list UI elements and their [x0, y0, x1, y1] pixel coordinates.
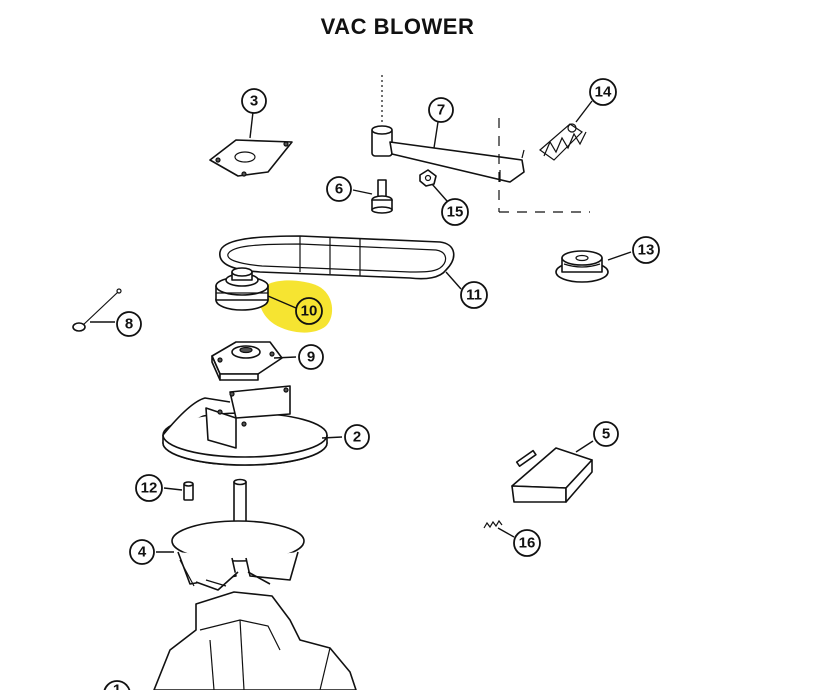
- part-16-small-spring: [483, 519, 503, 529]
- callout-2: 2: [344, 424, 370, 450]
- part-12-insert: [183, 481, 194, 501]
- callout-8: 8: [116, 311, 142, 337]
- svg-text:13: 13: [638, 242, 655, 259]
- part-10-drive-pulley: [215, 267, 269, 311]
- svg-text:12: 12: [141, 480, 158, 497]
- callout-5: 5: [593, 421, 619, 447]
- part-7-idler-arm: [371, 75, 590, 213]
- callout-1: 1: [103, 680, 131, 690]
- part-3-mounting-plate: [209, 139, 293, 177]
- part-1-lower-housing: [153, 591, 357, 690]
- part-4-impeller: [171, 478, 305, 591]
- part-9-bearing-housing: [211, 341, 283, 381]
- callout-4: 4: [129, 539, 155, 565]
- svg-text:16: 16: [519, 535, 536, 552]
- callout-7: 7: [428, 97, 454, 123]
- svg-text:9: 9: [307, 349, 315, 366]
- callout-16: 16: [513, 529, 541, 557]
- part-6-bolt: [371, 179, 393, 214]
- callout-11: 11: [460, 281, 488, 309]
- leader-lines: [90, 100, 632, 553]
- callout-9: 9: [298, 344, 324, 370]
- svg-text:7: 7: [437, 102, 445, 119]
- svg-text:1: 1: [113, 682, 121, 690]
- svg-text:6: 6: [335, 181, 343, 198]
- svg-text:10: 10: [301, 303, 318, 320]
- svg-text:5: 5: [602, 426, 610, 443]
- svg-text:3: 3: [250, 93, 258, 110]
- svg-text:15: 15: [447, 204, 464, 221]
- part-2-upper-housing: [162, 385, 328, 466]
- callout-10: 10: [295, 297, 323, 325]
- callout-6: 6: [326, 176, 352, 202]
- svg-text:11: 11: [466, 287, 482, 304]
- diagram-title: VAC BLOWER: [320, 14, 475, 39]
- callout-14: 14: [589, 78, 617, 106]
- callout-3: 3: [241, 88, 267, 114]
- part-11-belt: [219, 235, 455, 280]
- part-8-rod: [72, 288, 122, 332]
- part-14-spring: [539, 123, 587, 161]
- callout-13: 13: [632, 236, 660, 264]
- part-5-deflector: [511, 447, 593, 503]
- svg-text:8: 8: [125, 316, 133, 333]
- svg-text:4: 4: [138, 544, 147, 561]
- callout-12: 12: [135, 474, 163, 502]
- part-15-nut: [419, 169, 437, 187]
- part-13-idler-pulley: [555, 250, 609, 283]
- callout-15: 15: [441, 198, 469, 226]
- svg-text:2: 2: [353, 429, 361, 446]
- svg-text:14: 14: [595, 84, 612, 101]
